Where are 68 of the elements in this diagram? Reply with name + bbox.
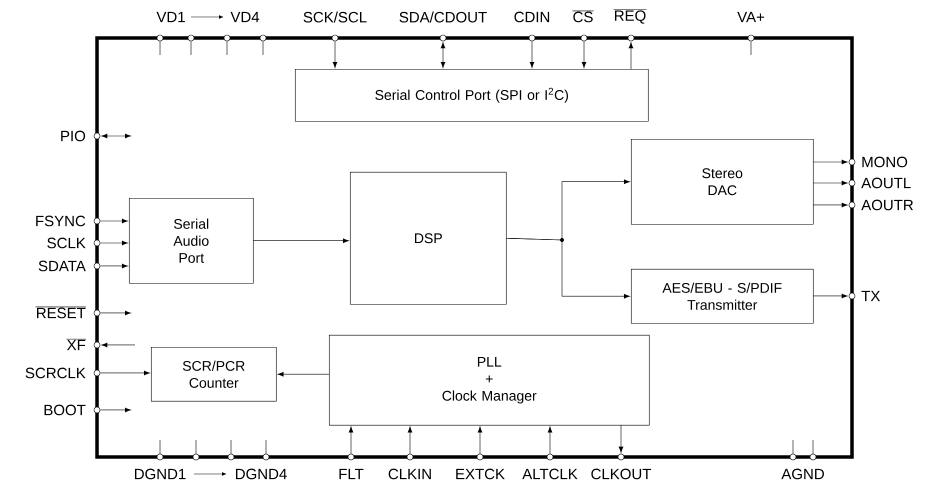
pin-stub [792, 440, 794, 454]
pin-label: SCK/SCL [304, 11, 367, 22]
pin-stub [226, 41, 228, 56]
pin-label: MONO [862, 156, 908, 168]
pin-label: CDIN [514, 12, 550, 22]
process-box: Serial Control Port (SPI or I$^{2}$C) [294, 68, 649, 122]
pin-label: SDA/CDOUT [400, 11, 487, 22]
pin-label: TX [862, 290, 880, 302]
pin-stub [750, 41, 752, 56]
pin-stub [262, 41, 264, 56]
pin-label: SCRCLK [26, 368, 86, 378]
pin-label: AGND [781, 468, 824, 480]
pin-label: CLKOUT [591, 468, 652, 480]
arrow [100, 310, 132, 316]
arrow [813, 180, 848, 186]
arrow [253, 238, 349, 244]
arrow [332, 41, 338, 68]
pin-label: EXTCK [456, 468, 505, 480]
arrow [582, 41, 586, 68]
pin-label: CLKIN [388, 468, 431, 480]
arrow [100, 408, 132, 412]
process-box: Stereo DAC [630, 138, 814, 225]
pin-label: PIO [61, 130, 86, 142]
arrow [813, 294, 848, 298]
pin-stub [812, 440, 814, 454]
chip-outline [95, 36, 854, 459]
pin-label: FSYNC [36, 216, 86, 226]
arrow [548, 426, 552, 454]
arrow [478, 426, 482, 454]
pin-label: SCLK [47, 238, 86, 248]
pin-stub [190, 41, 192, 56]
pin-label: REQ [613, 9, 647, 24]
pin-label: VA+ [737, 12, 764, 22]
process-box: PLL + Clock Manager [328, 334, 650, 426]
pin-label: DGND1 [134, 468, 186, 480]
pin-label: AOUTR [861, 200, 913, 210]
arrow [618, 425, 624, 453]
arrow [278, 372, 330, 377]
pin-label: ALTCLK [522, 468, 578, 480]
pin-label: DGND4 [236, 468, 287, 480]
pin-stub [230, 440, 232, 454]
process-box: SCR/PCR Counter [150, 346, 277, 402]
process-box: DSP [350, 172, 507, 305]
arrow [101, 134, 132, 138]
pin-label: BOOT [44, 404, 86, 416]
arrow [530, 41, 534, 68]
arrow [100, 370, 150, 376]
pin-label: CS [572, 10, 594, 22]
pin-label: RESET [35, 306, 86, 318]
pin-label: VD1 [156, 12, 185, 22]
arrow [101, 342, 136, 348]
arrow [813, 160, 848, 164]
process-box: Serial Audio Port [128, 198, 254, 284]
arrow [408, 426, 412, 454]
process-box: AES/EBU - S/PDIF Transmitter [630, 268, 814, 324]
arrow [506, 238, 630, 299]
pin-label: SDATA [38, 260, 86, 272]
arrow [813, 202, 848, 208]
arrow [348, 426, 354, 454]
pin-label: FLT [339, 468, 364, 480]
arrow [100, 218, 128, 224]
arrow [440, 42, 446, 68]
arrow [100, 240, 128, 246]
pin-label: AOUTL [861, 178, 911, 188]
arrow [100, 264, 128, 268]
arrow [628, 42, 634, 70]
pin-label: VD4 [230, 12, 260, 22]
pin-label: XF [66, 338, 86, 350]
